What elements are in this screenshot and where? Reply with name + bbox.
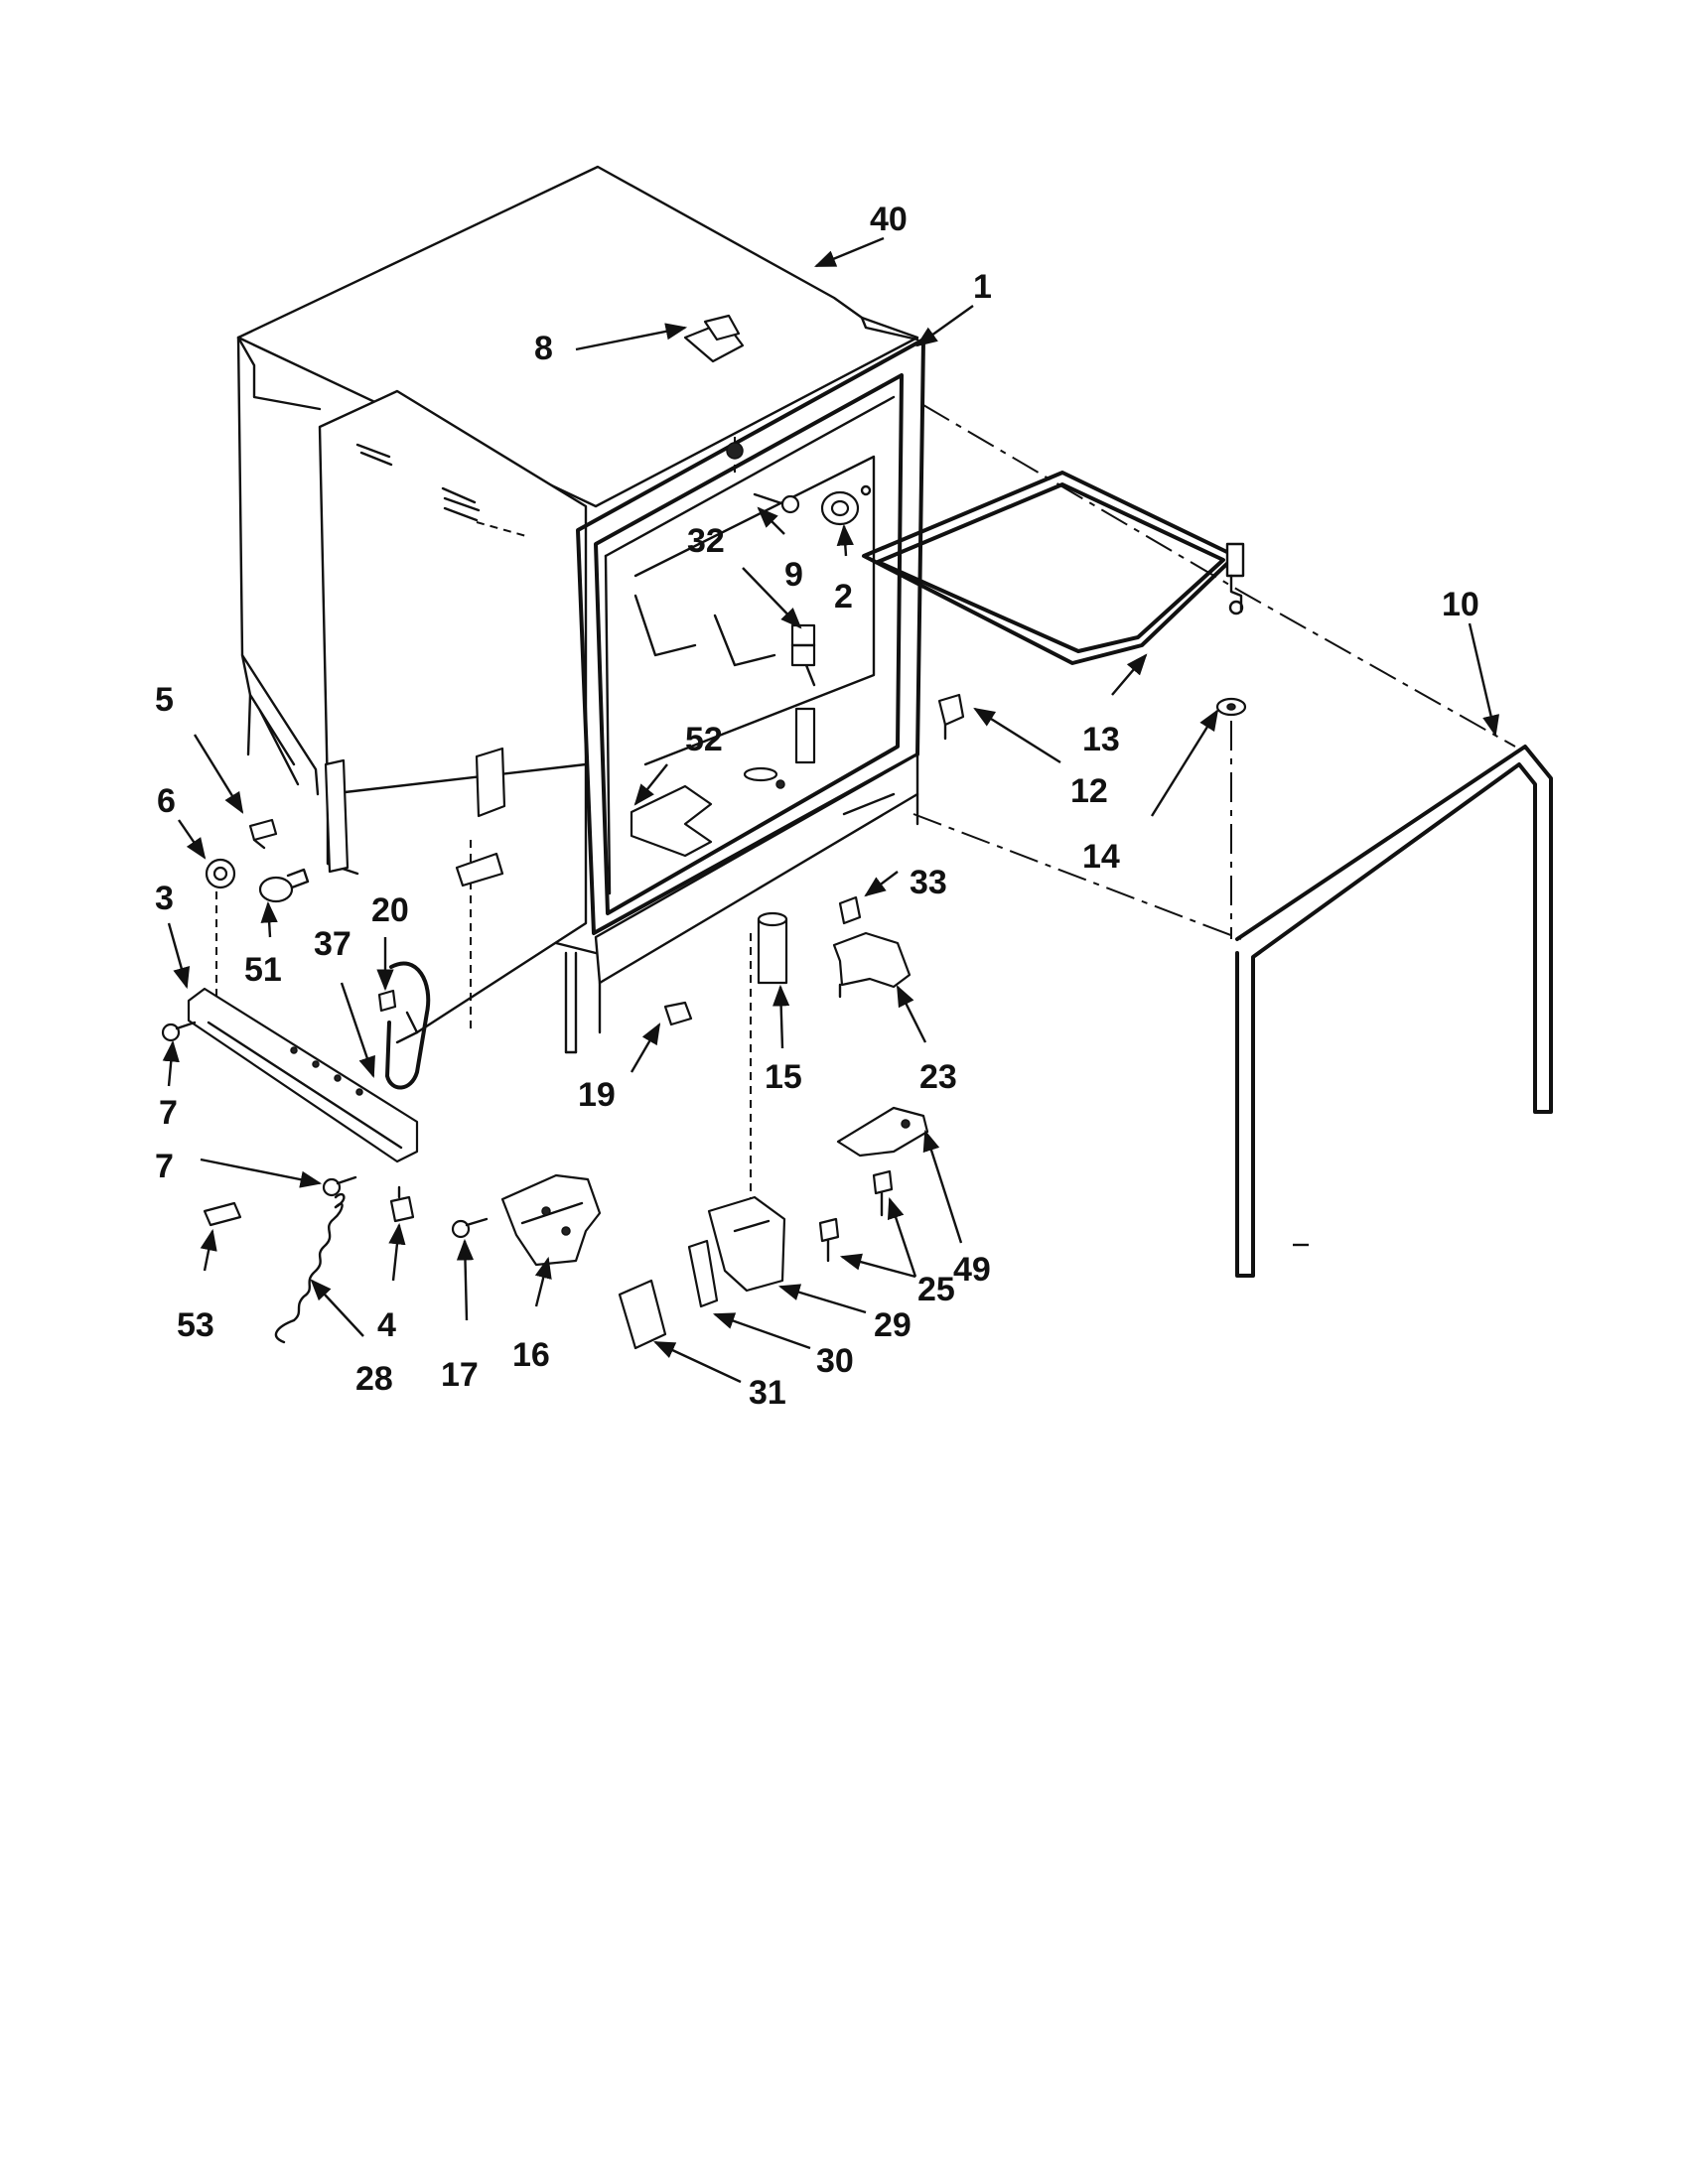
part-31-plate bbox=[618, 1279, 667, 1350]
part-49-latch bbox=[836, 1106, 929, 1158]
callout-14: 14 bbox=[1082, 838, 1120, 876]
part-25-screws bbox=[818, 1169, 894, 1263]
leader-arrows bbox=[162, 236, 1500, 1384]
part-7-screw-a bbox=[161, 1021, 197, 1042]
tub-outer-shell bbox=[236, 165, 919, 1044]
part-3-hinge-bracket bbox=[187, 987, 419, 1163]
part-19-clip bbox=[663, 1001, 693, 1026]
part-28-spring bbox=[274, 1192, 346, 1344]
leg-frame-10 bbox=[1235, 745, 1553, 1278]
rear-frame-13 bbox=[862, 471, 1245, 665]
callout-40: 40 bbox=[870, 201, 908, 238]
callout-25: 25 bbox=[917, 1271, 955, 1308]
callout-37: 37 bbox=[314, 925, 351, 963]
part-6-grommet bbox=[205, 858, 236, 889]
alignment-lines bbox=[215, 404, 1516, 1201]
part-8-clip bbox=[683, 314, 745, 363]
callout-7-upper: 7 bbox=[159, 1094, 178, 1132]
callout-3: 3 bbox=[155, 880, 174, 917]
callout-31: 31 bbox=[749, 1374, 786, 1412]
part-23-cover bbox=[832, 931, 912, 999]
callout-29: 29 bbox=[874, 1306, 912, 1344]
callout-1: 1 bbox=[973, 268, 992, 306]
callout-32: 32 bbox=[687, 522, 725, 560]
callout-16: 16 bbox=[512, 1336, 550, 1374]
part-53-tag bbox=[203, 1201, 242, 1227]
part-4-nut bbox=[389, 1185, 415, 1223]
callout-20: 20 bbox=[371, 891, 409, 929]
callout-13: 13 bbox=[1082, 721, 1120, 758]
callout-6: 6 bbox=[157, 782, 176, 820]
part-14-washer bbox=[1215, 697, 1247, 717]
callout-10: 10 bbox=[1442, 586, 1479, 623]
callout-51: 51 bbox=[244, 951, 282, 989]
callout-labels: 40 1 8 9 2 32 10 13 12 14 5 6 3 51 52 20… bbox=[155, 201, 1479, 1412]
callout-12: 12 bbox=[1070, 772, 1108, 810]
part-16-hinge-assembly bbox=[500, 1173, 602, 1267]
callout-15: 15 bbox=[765, 1058, 802, 1096]
callout-7-lower: 7 bbox=[155, 1148, 174, 1185]
tub-front-frame bbox=[554, 338, 925, 1054]
callout-49: 49 bbox=[953, 1251, 991, 1289]
part-12-clip bbox=[937, 693, 965, 741]
callout-19: 19 bbox=[578, 1076, 616, 1114]
part-5-screw bbox=[248, 818, 278, 850]
part-33-nut bbox=[838, 895, 862, 925]
hinge-part-left bbox=[324, 747, 506, 887]
part-30-lever bbox=[687, 1239, 719, 1308]
part-15-spacer bbox=[757, 911, 788, 985]
callout-5: 5 bbox=[155, 681, 174, 719]
part-7-screw-b bbox=[322, 1175, 357, 1197]
part-29-switch-bracket bbox=[707, 1195, 786, 1293]
callout-2: 2 bbox=[834, 578, 853, 615]
callout-52: 52 bbox=[685, 721, 723, 758]
part-2-knob bbox=[820, 484, 872, 526]
callout-28: 28 bbox=[355, 1360, 393, 1398]
callout-17: 17 bbox=[441, 1356, 479, 1394]
callout-4: 4 bbox=[377, 1306, 396, 1344]
part-17-screw bbox=[451, 1217, 489, 1239]
part-37-hose bbox=[385, 961, 431, 1090]
callout-8: 8 bbox=[534, 330, 553, 367]
callout-30: 30 bbox=[816, 1342, 854, 1380]
part-9-screw bbox=[726, 442, 800, 514]
part-20-clip bbox=[377, 989, 397, 1013]
part-51-plug bbox=[258, 868, 310, 903]
callout-9: 9 bbox=[784, 556, 803, 594]
callout-23: 23 bbox=[919, 1058, 957, 1096]
callout-33: 33 bbox=[910, 864, 947, 901]
callout-53: 53 bbox=[177, 1306, 214, 1344]
part-32-fitting bbox=[790, 623, 816, 764]
